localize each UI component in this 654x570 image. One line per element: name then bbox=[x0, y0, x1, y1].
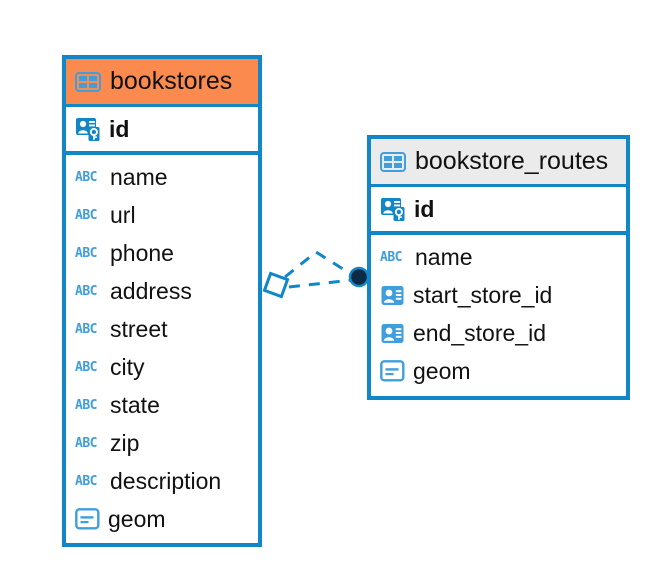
filled-circle-marker bbox=[348, 266, 370, 288]
field-row[interactable]: ABC phone bbox=[66, 234, 258, 272]
entity-title: bookstore_routes bbox=[415, 147, 609, 175]
abc-icon: ABC bbox=[75, 245, 97, 261]
field-row[interactable]: ABC address bbox=[66, 272, 258, 310]
abc-icon: ABC bbox=[75, 473, 97, 489]
field-label: name bbox=[415, 243, 473, 270]
abc-icon: ABC bbox=[75, 397, 97, 413]
field-row-primary-key[interactable]: id bbox=[66, 107, 258, 151]
field-label: zip bbox=[110, 429, 140, 456]
primary-key-icon bbox=[381, 198, 405, 221]
abc-icon: ABC bbox=[75, 321, 97, 337]
entity-table-bookstore-routes[interactable]: bookstore_routes id bbox=[367, 135, 630, 400]
abc-icon: ABC bbox=[380, 249, 402, 265]
entity-table-bookstores[interactable]: bookstores id bbox=[62, 55, 262, 547]
field-label: geom bbox=[413, 357, 471, 384]
field-row[interactable]: ABC zip bbox=[66, 424, 258, 462]
entity-title: bookstores bbox=[110, 67, 233, 95]
table-icon bbox=[380, 151, 406, 172]
geometry-icon bbox=[75, 508, 100, 530]
relationship-line-straight bbox=[288, 278, 353, 289]
field-label: geom bbox=[108, 505, 166, 532]
field-label: name bbox=[110, 163, 168, 190]
field-row[interactable]: ABC description bbox=[66, 462, 258, 500]
abc-icon: ABC bbox=[75, 169, 97, 185]
entity-header[interactable]: bookstores bbox=[66, 59, 258, 107]
abc-icon: ABC bbox=[75, 359, 97, 375]
entity-header[interactable]: bookstore_routes bbox=[371, 139, 626, 187]
field-label: description bbox=[110, 467, 222, 494]
relationship-line-arc bbox=[284, 250, 355, 279]
field-label: end_store_id bbox=[413, 319, 546, 346]
table-icon bbox=[75, 71, 101, 92]
field-label: city bbox=[110, 353, 145, 380]
field-row[interactable]: end_store_id bbox=[371, 314, 626, 352]
field-row[interactable]: ABC url bbox=[66, 196, 258, 234]
field-row-primary-key[interactable]: id bbox=[371, 187, 626, 231]
abc-icon: ABC bbox=[75, 435, 97, 451]
primary-key-label: id bbox=[109, 115, 130, 142]
field-row[interactable]: geom bbox=[66, 500, 258, 538]
field-label: phone bbox=[110, 239, 174, 266]
field-label: address bbox=[110, 277, 192, 304]
field-label: start_store_id bbox=[413, 281, 553, 308]
field-row[interactable]: geom bbox=[371, 352, 626, 390]
field-label: state bbox=[110, 391, 160, 418]
foreign-key-icon bbox=[381, 285, 404, 305]
abc-icon: ABC bbox=[75, 283, 97, 299]
primary-key-label: id bbox=[414, 195, 435, 222]
field-label: street bbox=[110, 315, 168, 342]
field-label: url bbox=[110, 201, 136, 228]
primary-key-section: id bbox=[66, 107, 258, 155]
primary-key-icon bbox=[76, 118, 100, 141]
primary-key-section: id bbox=[371, 187, 626, 235]
foreign-key-icon bbox=[381, 323, 404, 343]
abc-icon: ABC bbox=[75, 207, 97, 223]
field-row[interactable]: ABC state bbox=[66, 386, 258, 424]
field-row[interactable]: ABC name bbox=[66, 158, 258, 196]
field-row[interactable]: ABC name bbox=[371, 238, 626, 276]
geometry-icon bbox=[380, 360, 405, 382]
field-row[interactable]: ABC city bbox=[66, 348, 258, 386]
diamond-marker bbox=[262, 271, 290, 299]
field-row[interactable]: ABC street bbox=[66, 310, 258, 348]
field-row[interactable]: start_store_id bbox=[371, 276, 626, 314]
